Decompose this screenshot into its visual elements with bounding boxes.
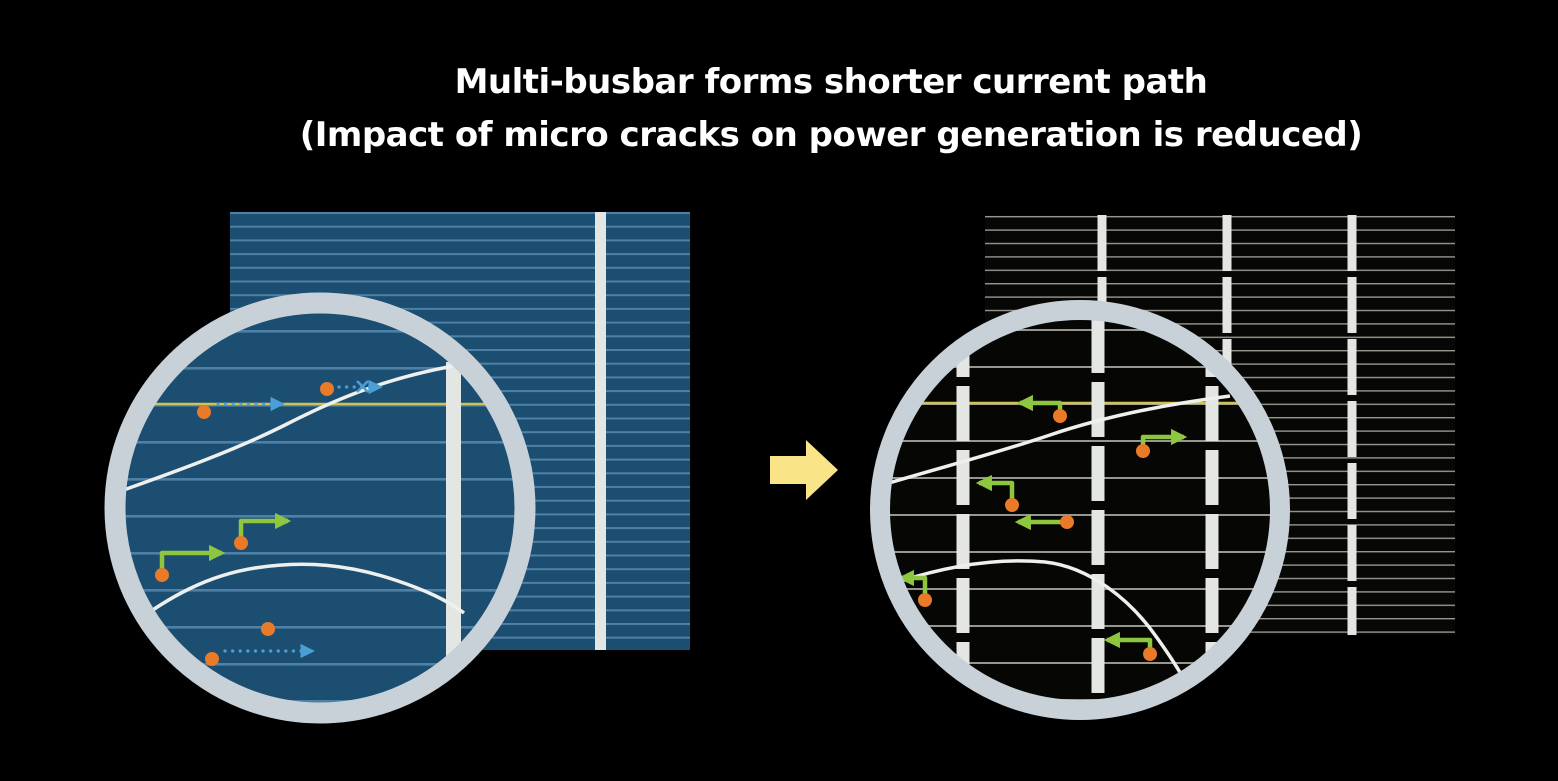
electron-dot [1053,409,1067,423]
left-cell-busbar [595,212,606,650]
left-magnifier [104,292,536,724]
electron-dot [1136,444,1150,458]
electron-dot [234,536,248,550]
right-magnifier-fingers [889,319,1271,701]
short-current-path-arrow [897,569,928,598]
micro-crack-line [897,559,1188,684]
electron-dot [261,622,275,636]
electron-dot [918,593,932,607]
short-current-path-arrow [975,474,1015,503]
title-line-1: Multi-busbar forms shorter current path [454,62,1208,102]
micro-crack-line [124,562,466,632]
title-line-2: (Impact of micro cracks on power generat… [299,114,1363,155]
electron-dot [1060,515,1074,529]
micro-crack-line [889,394,1231,485]
magnified-busbar [446,362,461,704]
right-magnifier [870,300,1290,720]
electron-dot [320,382,334,396]
short-current-path-arrow [159,544,226,573]
diagram-title: Multi-busbar forms shorter current path … [300,56,1363,161]
blocked-path-x-icon [356,380,369,393]
electron-dot [205,652,219,666]
electron-dot [1143,647,1157,661]
left-magnifier-fingers [124,312,516,704]
short-current-path-arrow [238,512,292,541]
transition-arrow-icon [770,440,838,500]
electron-dot [155,568,169,582]
magnifier-ring-icon [870,300,1290,720]
magnifier-ring-icon [104,292,536,724]
electron-dot [197,405,211,419]
electron-dot [1005,498,1019,512]
